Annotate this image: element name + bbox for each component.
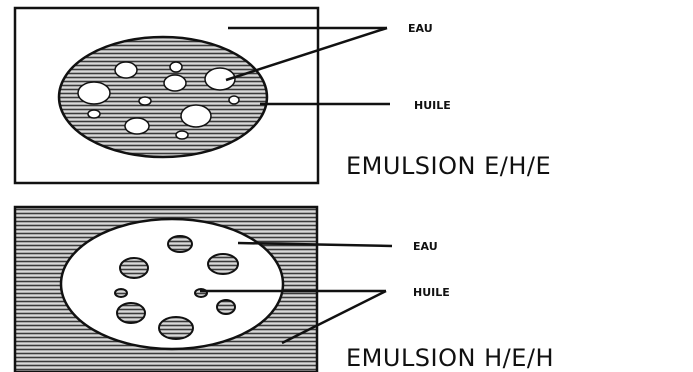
inner-oil-droplet [115, 289, 127, 297]
inner-oil-droplet [217, 300, 235, 314]
inner-water-droplet [88, 110, 100, 118]
inner-oil-droplet [159, 317, 193, 339]
diagram-heh: EAU HUILE EMULSION H/E/H [15, 207, 554, 372]
inner-water-droplet [176, 131, 188, 139]
water-label: EAU [408, 22, 433, 35]
diagram-ehe: EAU HUILE EMULSION E/H/E [15, 8, 551, 183]
inner-oil-droplet [120, 258, 148, 278]
inner-water-droplet [170, 62, 182, 72]
inner-water-droplet [181, 105, 211, 127]
oil-label: HUILE [414, 99, 451, 112]
inner-water-droplet [229, 96, 239, 104]
inner-oil-droplet [208, 254, 238, 274]
inner-water-droplet [115, 62, 137, 78]
diagram-title: EMULSION E/H/E [346, 152, 551, 180]
oil-label: HUILE [413, 286, 450, 299]
inner-water-droplet [164, 75, 186, 91]
inner-water-droplet [78, 82, 110, 104]
inner-water-droplet [139, 97, 151, 105]
inner-oil-droplet [117, 303, 145, 323]
inner-water-droplet [125, 118, 149, 134]
diagram-title: EMULSION H/E/H [346, 344, 554, 372]
water-label: EAU [413, 240, 438, 253]
inner-oil-droplet [168, 236, 192, 252]
